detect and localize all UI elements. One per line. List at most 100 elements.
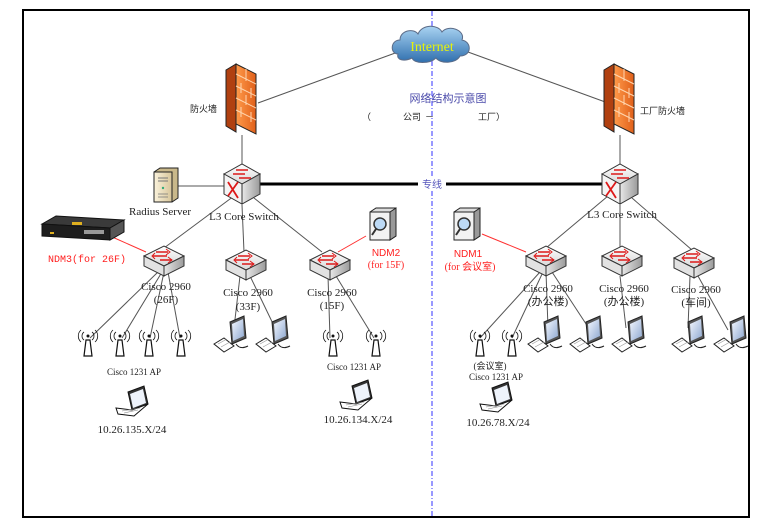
diagram-frame bbox=[22, 9, 750, 518]
switch-office2-model: Cisco 2960 bbox=[599, 283, 649, 295]
appliance-icon bbox=[40, 215, 126, 241]
ap bbox=[365, 329, 387, 357]
company-firewall bbox=[225, 61, 257, 139]
company-firewall-label: 防火墙 bbox=[190, 103, 217, 114]
switch-33f-model: Cisco 2960 bbox=[223, 287, 273, 299]
link-ndm3 bbox=[109, 235, 147, 253]
subtitle-dash: － bbox=[425, 112, 434, 122]
ndm2-label: NDM2 bbox=[372, 248, 401, 259]
subnet-meeting-room: 10.26.78.X/24 bbox=[466, 417, 530, 429]
ndm2-probe bbox=[369, 207, 397, 241]
link-internet-company-firewall bbox=[257, 51, 399, 104]
internet-cloud: Internet bbox=[391, 25, 470, 63]
ap bbox=[501, 329, 523, 357]
ap bbox=[322, 329, 344, 357]
pcs-workshop bbox=[671, 315, 749, 353]
factory-core-switch-label: L3 Core Switch bbox=[587, 209, 657, 221]
laptop-15f bbox=[339, 379, 373, 411]
desktop-pc-icon bbox=[255, 315, 291, 353]
laptop-icon bbox=[115, 385, 149, 417]
switch-office1-model: Cisco 2960 bbox=[523, 283, 573, 295]
pc bbox=[671, 315, 707, 353]
ndm3-label: NDM3(for 26F) bbox=[48, 254, 126, 266]
desktop-pc-icon bbox=[713, 315, 749, 353]
switch-icon bbox=[601, 245, 643, 277]
pc bbox=[527, 315, 563, 353]
laptop-meeting-room bbox=[479, 381, 513, 413]
link-ndm2 bbox=[337, 235, 367, 253]
switch-office1-location: (办公楼) bbox=[528, 294, 569, 308]
ap-15f-label: Cisco 1231 AP bbox=[327, 362, 381, 372]
switch-workshop-location: (车间) bbox=[681, 295, 711, 309]
diagram-title: 网络结构示意图 bbox=[410, 91, 487, 105]
factory-firewall-label: 工厂防火墙 bbox=[640, 105, 685, 116]
pc bbox=[569, 315, 605, 353]
firewall-icon bbox=[603, 61, 635, 139]
desktop-pc-icon bbox=[569, 315, 605, 353]
ap-26f-label: Cisco 1231 AP bbox=[107, 367, 161, 377]
access-switch-33f bbox=[225, 249, 267, 281]
ap bbox=[170, 329, 192, 357]
link-core-15f bbox=[253, 197, 323, 253]
diagram-subtitle: （ 公司 － 工厂） bbox=[362, 112, 505, 122]
switch-icon bbox=[525, 245, 567, 277]
pc bbox=[255, 315, 291, 353]
radius-server-label: Radius Server bbox=[129, 206, 191, 218]
wireless-ap-icon bbox=[109, 329, 131, 357]
access-switch-office-2 bbox=[601, 245, 643, 277]
wireless-ap-icon bbox=[501, 329, 523, 357]
internet-label: Internet bbox=[410, 40, 454, 55]
radius-server bbox=[153, 167, 179, 203]
pcs-office-2 bbox=[611, 315, 647, 353]
ap-group-15f bbox=[322, 329, 387, 357]
wireless-ap-icon bbox=[322, 329, 344, 357]
subnet-15f: 10.26.134.X/24 bbox=[324, 414, 393, 426]
ndm1-label: NDM1 bbox=[454, 249, 483, 260]
desktop-pc-icon bbox=[213, 315, 249, 353]
pc bbox=[713, 315, 749, 353]
access-switch-workshop bbox=[673, 247, 715, 279]
access-switch-office-1 bbox=[525, 245, 567, 277]
firewall-icon bbox=[225, 61, 257, 139]
switch-33f-location: (33F) bbox=[236, 301, 261, 313]
access-switch-26f bbox=[143, 245, 185, 277]
wireless-ap-icon bbox=[170, 329, 192, 357]
pcs-office-1 bbox=[527, 315, 605, 353]
switch-workshop-model: Cisco 2960 bbox=[671, 284, 721, 296]
ndm1-detail: (for 会议室) bbox=[445, 260, 496, 273]
link-core-26f bbox=[163, 195, 235, 249]
dedicated-line-label: 专线 bbox=[422, 178, 442, 191]
subtitle-factory: 工厂） bbox=[478, 112, 505, 122]
pc bbox=[611, 315, 647, 353]
subnet-26f: 10.26.135.X/24 bbox=[98, 424, 167, 436]
desktop-pc-icon bbox=[671, 315, 707, 353]
dedicated-line-label-bg bbox=[418, 176, 446, 190]
subtitle-company: 公司 bbox=[403, 112, 421, 122]
laptop-26f bbox=[115, 385, 149, 417]
links bbox=[89, 51, 729, 339]
link-internet-factory-firewall bbox=[467, 51, 609, 104]
ndm3-appliance bbox=[40, 215, 126, 241]
switch-15f-location: (15F) bbox=[320, 300, 345, 312]
ndm2-detail: (for 15F) bbox=[368, 260, 404, 271]
wireless-ap-icon bbox=[469, 329, 491, 357]
switch-26f-model: Cisco 2960 bbox=[141, 281, 191, 293]
switch-icon bbox=[143, 245, 185, 277]
monitor-probe-icon bbox=[369, 207, 397, 241]
switch-icon bbox=[309, 249, 351, 281]
wireless-ap-icon bbox=[365, 329, 387, 357]
ap bbox=[109, 329, 131, 357]
pcs-33f bbox=[213, 315, 291, 353]
pc bbox=[213, 315, 249, 353]
ndm1-probe bbox=[453, 207, 481, 241]
switch-26f-location: (26F) bbox=[154, 294, 179, 306]
ap-meeting-prefix: (会议室) bbox=[474, 360, 507, 371]
switch-icon bbox=[225, 249, 267, 281]
subtitle-open: （ bbox=[362, 112, 371, 122]
link-core-office1 bbox=[545, 195, 609, 249]
factory-firewall bbox=[603, 61, 635, 139]
link-core-workshop bbox=[631, 197, 693, 251]
ap bbox=[469, 329, 491, 357]
switch-office2-location: (办公楼) bbox=[604, 294, 645, 308]
